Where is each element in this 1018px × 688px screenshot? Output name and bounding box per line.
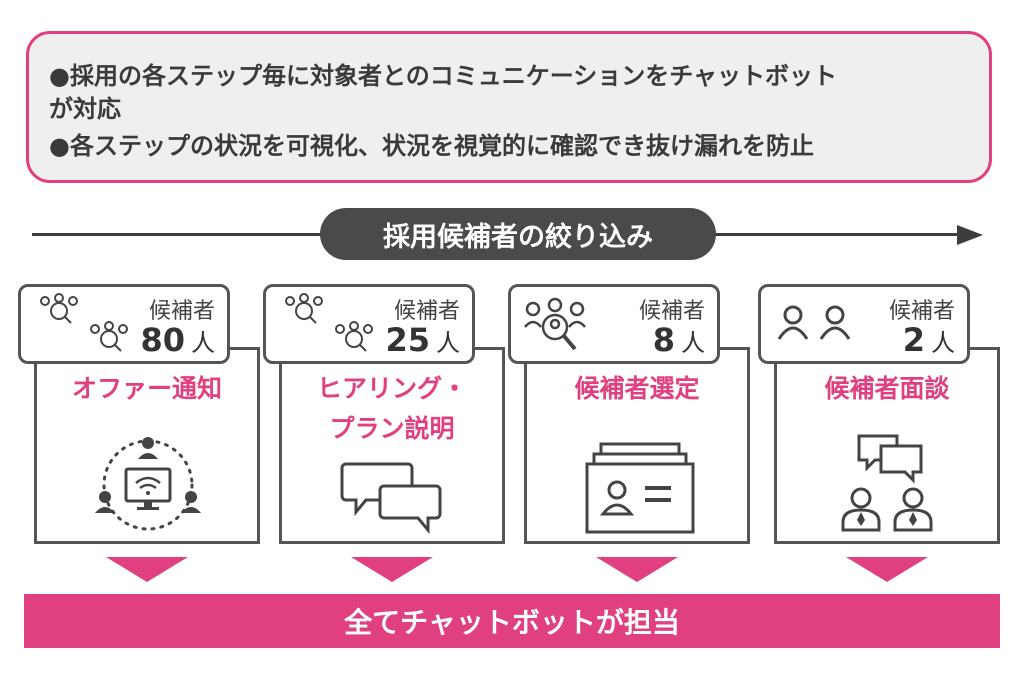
count-value: 8 — [652, 321, 675, 359]
count-value: 2 — [902, 321, 925, 359]
summary-line-3: ●各ステップの状況を可視化、状況を視覚的に確認でき抜け漏れを防止 — [49, 132, 814, 160]
down-arrow-icon — [106, 557, 188, 582]
down-arrow-icon — [351, 557, 433, 582]
candidate-label: 候補者 — [888, 299, 955, 324]
candidate-label: 候補者 — [148, 299, 215, 324]
profile-cards-icon — [585, 442, 695, 534]
count-value: 80 — [140, 321, 185, 359]
step-card-interview: 候補者面談 — [774, 347, 1000, 544]
remote-meeting-icon — [95, 437, 201, 531]
count-unit: 人 — [191, 329, 215, 357]
step-title: オファー通知 — [71, 374, 222, 403]
step-card-hearing: ヒアリング・ プラン説明 — [279, 347, 505, 544]
flow-arrow-head-icon — [957, 225, 983, 245]
step-title-line-2: プラン説明 — [329, 414, 455, 443]
bottom-banner: 全てチャットボットが担当 — [24, 594, 1000, 648]
people-search-icon — [40, 293, 128, 352]
candidate-label: 候補者 — [393, 299, 460, 324]
summary-line-1: ●採用の各ステップ毎に対象者とのコミュニケーションをチャットボット — [49, 62, 837, 90]
step-title: 候補者面談 — [824, 374, 950, 403]
two-people-icon — [777, 305, 851, 340]
count-value: 25 — [385, 321, 430, 359]
step-card-offer: オファー通知 — [34, 347, 260, 544]
count-unit: 人 — [436, 329, 460, 357]
interview-icon — [841, 434, 933, 532]
step-card-selection: 候補者選定 — [524, 347, 750, 544]
candidate-label: 候補者 — [638, 299, 705, 324]
summary-line-2: が対応 — [49, 95, 121, 123]
people-search-icon — [285, 293, 373, 352]
chat-bubbles-icon — [340, 462, 442, 535]
down-arrow-icon — [846, 557, 928, 582]
count-unit: 人 — [931, 329, 955, 357]
count-unit: 人 — [681, 329, 705, 357]
flow-label-pill: 採用候補者の絞り込み — [320, 208, 716, 260]
step-title-line-1: ヒアリング・ — [316, 374, 467, 403]
step-title: 候補者選定 — [574, 374, 700, 403]
summary-box: ●採用の各ステップ毎に対象者とのコミュニケーションをチャットボット が対応 ●各… — [26, 31, 992, 183]
people-search-icon — [524, 297, 586, 351]
down-arrow-icon — [596, 557, 678, 582]
